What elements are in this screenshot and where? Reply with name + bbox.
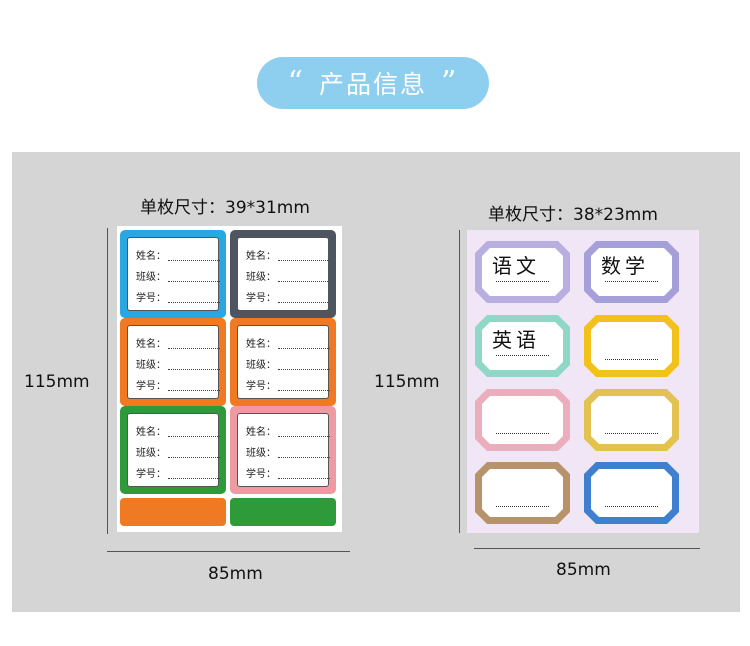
class-field-label: 班级： [246, 272, 276, 283]
name-label-sticker-sheet: 姓名： 班级： 学号： 姓名： 班级： 学号： 姓名： 班级： 学号： 姓名： … [117, 226, 342, 532]
writing-line [605, 433, 658, 434]
class-field-label: 班级： [246, 360, 276, 371]
writing-line [496, 506, 549, 507]
sticker-writing-area: 姓名： 班级： 学号： [237, 413, 330, 487]
blank-subject-sticker-4 [475, 462, 570, 524]
left-height-line [107, 228, 108, 534]
writing-line [605, 359, 658, 360]
left-width-label: 85mm [208, 564, 263, 584]
student-id-field-label: 学号： [136, 381, 166, 392]
section-title-banner: “ 产品信息 ” [257, 57, 489, 109]
writing-line [278, 390, 330, 391]
class-field-label: 班级： [136, 448, 166, 459]
writing-line [278, 281, 330, 282]
subject-sticker-chinese: 语文 [475, 241, 570, 303]
writing-line [168, 457, 220, 458]
name-field-label: 姓名： [246, 339, 276, 350]
open-quote: “ [287, 65, 305, 100]
subject-word-math: 数学 [601, 254, 649, 278]
blank-subject-sticker-3 [584, 389, 679, 451]
class-field-label: 班级： [136, 360, 166, 371]
name-sticker-3: 姓名： 班级： 学号： [120, 318, 226, 406]
bottom-strip-sticker-1 [120, 498, 226, 526]
right-width-label: 85mm [556, 560, 611, 580]
writing-line [168, 281, 220, 282]
subject-sticker-math: 数学 [584, 241, 679, 303]
writing-line [496, 433, 549, 434]
class-field-label: 班级： [136, 272, 166, 283]
blank-subject-sticker-1 [584, 315, 679, 377]
left-height-label: 115mm [24, 372, 90, 392]
section-title: 产品信息 [318, 70, 427, 99]
writing-line [168, 302, 220, 303]
name-field-label: 姓名： [136, 427, 166, 438]
writing-line [168, 348, 220, 349]
subject-label-sticker-sheet: 语文 数学 英语 [467, 230, 699, 533]
writing-line [605, 281, 658, 282]
subject-sticker-english: 英语 [475, 315, 570, 377]
right-size-label: 单枚尺寸：38*23mm [488, 205, 658, 225]
writing-line [496, 281, 549, 282]
blank-subject-sticker-5 [584, 462, 679, 524]
subject-word-chinese: 语文 [492, 254, 540, 278]
writing-line [278, 478, 330, 479]
left-width-line [107, 551, 350, 552]
writing-line [278, 369, 330, 370]
name-sticker-5: 姓名： 班级： 学号： [120, 406, 226, 494]
bottom-strip-sticker-2 [230, 498, 336, 526]
sticker-writing-area: 姓名： 班级： 学号： [127, 237, 220, 311]
left-size-label: 单枚尺寸：39*31mm [140, 198, 310, 218]
sticker-writing-area: 姓名： 班级： 学号： [127, 413, 220, 487]
name-field-label: 姓名： [246, 251, 276, 262]
sticker-writing-area: 姓名： 班级： 学号： [237, 325, 330, 399]
name-sticker-4: 姓名： 班级： 学号： [230, 318, 336, 406]
name-sticker-2: 姓名： 班级： 学号： [230, 230, 336, 318]
writing-line [168, 260, 220, 261]
student-id-field-label: 学号： [246, 293, 276, 304]
writing-line [605, 506, 658, 507]
writing-line [168, 369, 220, 370]
writing-line [278, 348, 330, 349]
writing-line [496, 355, 549, 356]
student-id-field-label: 学号： [246, 469, 276, 480]
close-quote: ” [441, 65, 459, 100]
name-sticker-6: 姓名： 班级： 学号： [230, 406, 336, 494]
writing-line [278, 436, 330, 437]
class-field-label: 班级： [246, 448, 276, 459]
name-field-label: 姓名： [246, 427, 276, 438]
name-sticker-1: 姓名： 班级： 学号： [120, 230, 226, 318]
sticker-writing-area: 姓名： 班级： 学号： [127, 325, 220, 399]
subject-word-english: 英语 [492, 328, 540, 352]
right-height-label: 115mm [374, 372, 440, 392]
writing-line [168, 436, 220, 437]
writing-line [278, 457, 330, 458]
blank-subject-sticker-2 [475, 389, 570, 451]
writing-line [278, 260, 330, 261]
student-id-field-label: 学号： [136, 469, 166, 480]
right-width-line [474, 548, 700, 549]
student-id-field-label: 学号： [136, 293, 166, 304]
name-field-label: 姓名： [136, 339, 166, 350]
right-height-line [459, 230, 460, 533]
writing-line [278, 302, 330, 303]
writing-line [168, 478, 220, 479]
sticker-writing-area: 姓名： 班级： 学号： [237, 237, 330, 311]
name-field-label: 姓名： [136, 251, 166, 262]
student-id-field-label: 学号： [246, 381, 276, 392]
writing-line [168, 390, 220, 391]
